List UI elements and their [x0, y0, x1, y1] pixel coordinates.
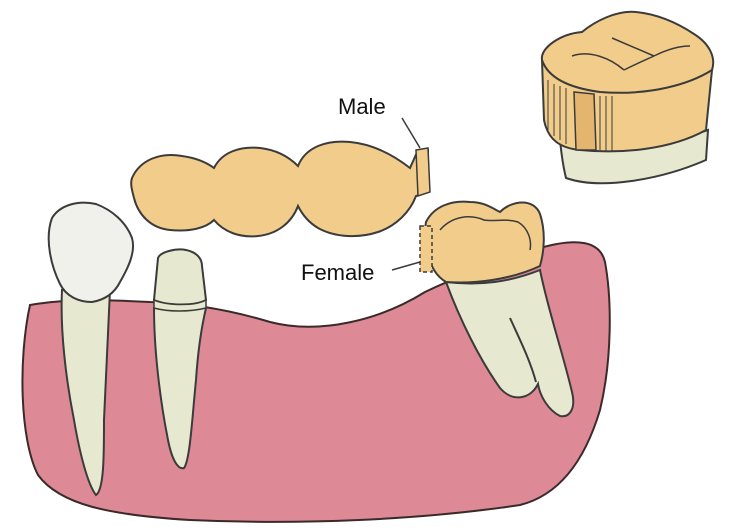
gold-bridge: [131, 142, 428, 237]
female-gold-crown: [425, 202, 544, 283]
female-label: Female: [299, 261, 376, 285]
male-leader-line: [402, 118, 420, 148]
female-attachment-slot: [420, 226, 432, 272]
inset-crown-top: [542, 12, 713, 93]
inset-slot: [574, 92, 596, 150]
male-label: Male: [336, 95, 388, 119]
abutment-tooth-prep: [154, 249, 206, 304]
female-leader-line: [392, 262, 420, 270]
natural-tooth-crown: [49, 203, 133, 302]
male-attachment: [416, 148, 430, 196]
